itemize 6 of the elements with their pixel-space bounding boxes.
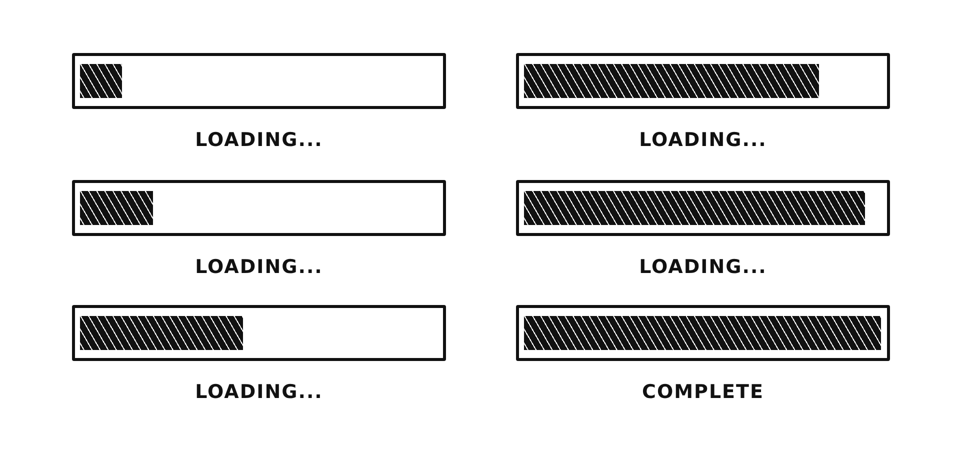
status-label: LOADING...: [194, 381, 324, 403]
status-label: LOADING...: [194, 256, 324, 278]
status-label: LOADING...: [194, 129, 324, 151]
status-label: COMPLETE: [641, 381, 765, 403]
status-label: LOADING...: [638, 256, 768, 278]
status-label: LOADING...: [638, 129, 768, 151]
